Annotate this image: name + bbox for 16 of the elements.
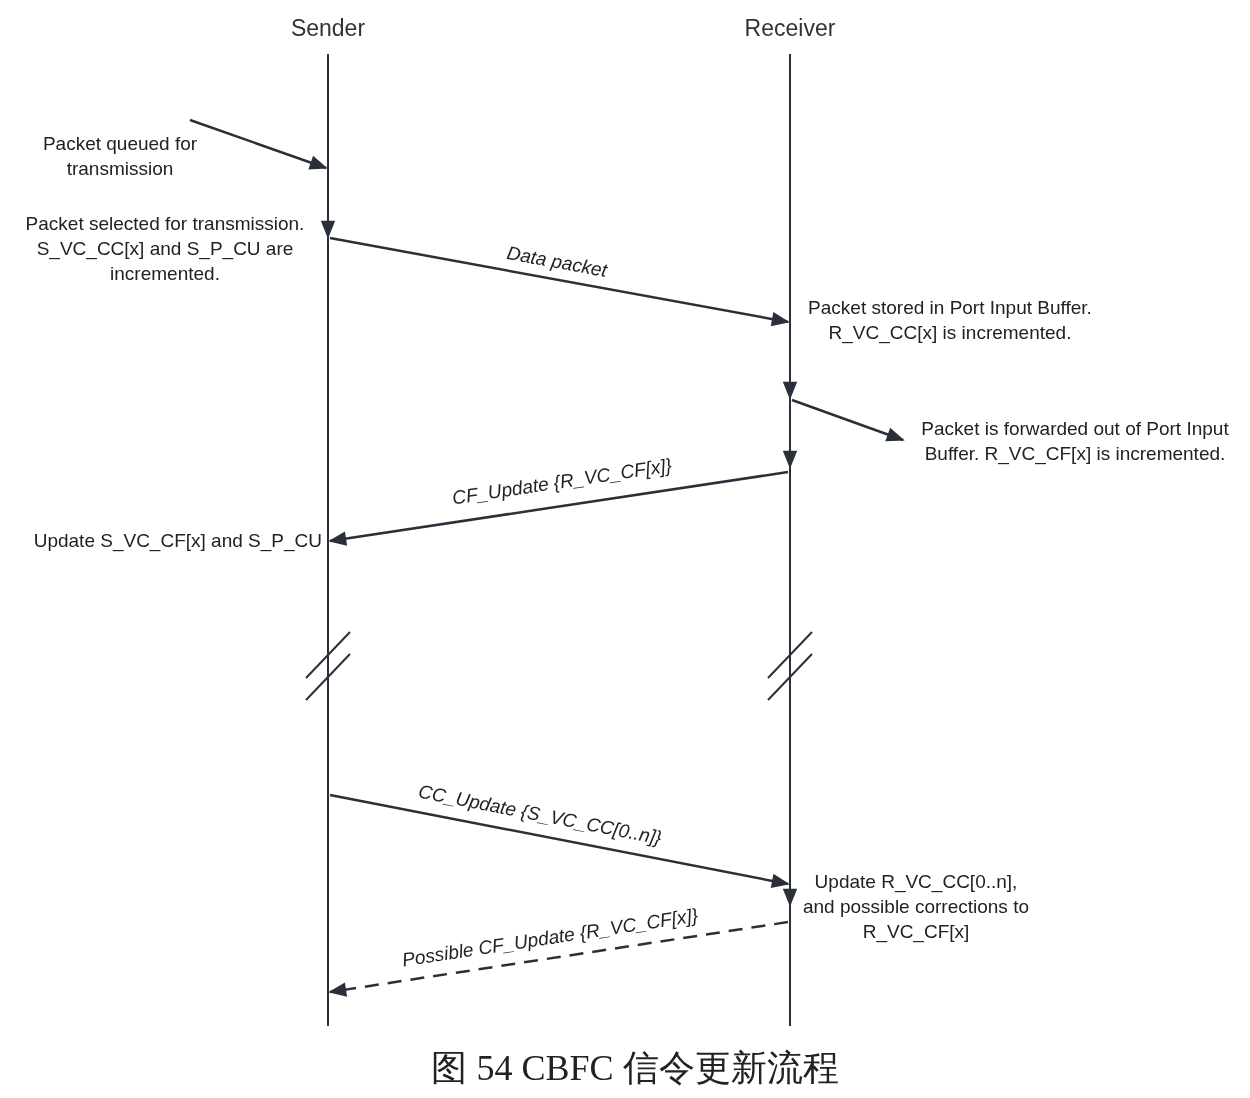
arrow — [329, 236, 790, 327]
annotation-text: Update R_VC_CC[0..n], and possible corrections to R_VC_CF[x] — [802, 870, 1030, 944]
arrow — [328, 470, 789, 546]
arrow — [328, 920, 789, 997]
caption: 图 54 CBFC 信令更新流程 — [430, 1047, 840, 1090]
annotation-text: Packet stored in Port Input Buffer. R_VC_CC[x] is incremented. — [807, 296, 1093, 345]
edge-label: Data packet — [504, 241, 610, 283]
annotation-text: Update S_VC_CF[x] and S_P_CU — [32, 529, 322, 553]
arrow — [791, 398, 905, 442]
annotation-text: Packet queued for transmission — [41, 132, 199, 181]
lifeline-label: Sender — [289, 14, 367, 42]
arrow — [329, 793, 790, 888]
annotation-text: Packet selected for transmission. S_VC_CC[x] and S_P_CU are incremented. — [24, 212, 306, 286]
lifeline-label: Receiver — [743, 14, 837, 42]
arrow — [189, 118, 328, 170]
note-text: Packet is forwarded out of Port Input Buffer. R_VC_CF[x] is incremented. — [905, 416, 1245, 466]
